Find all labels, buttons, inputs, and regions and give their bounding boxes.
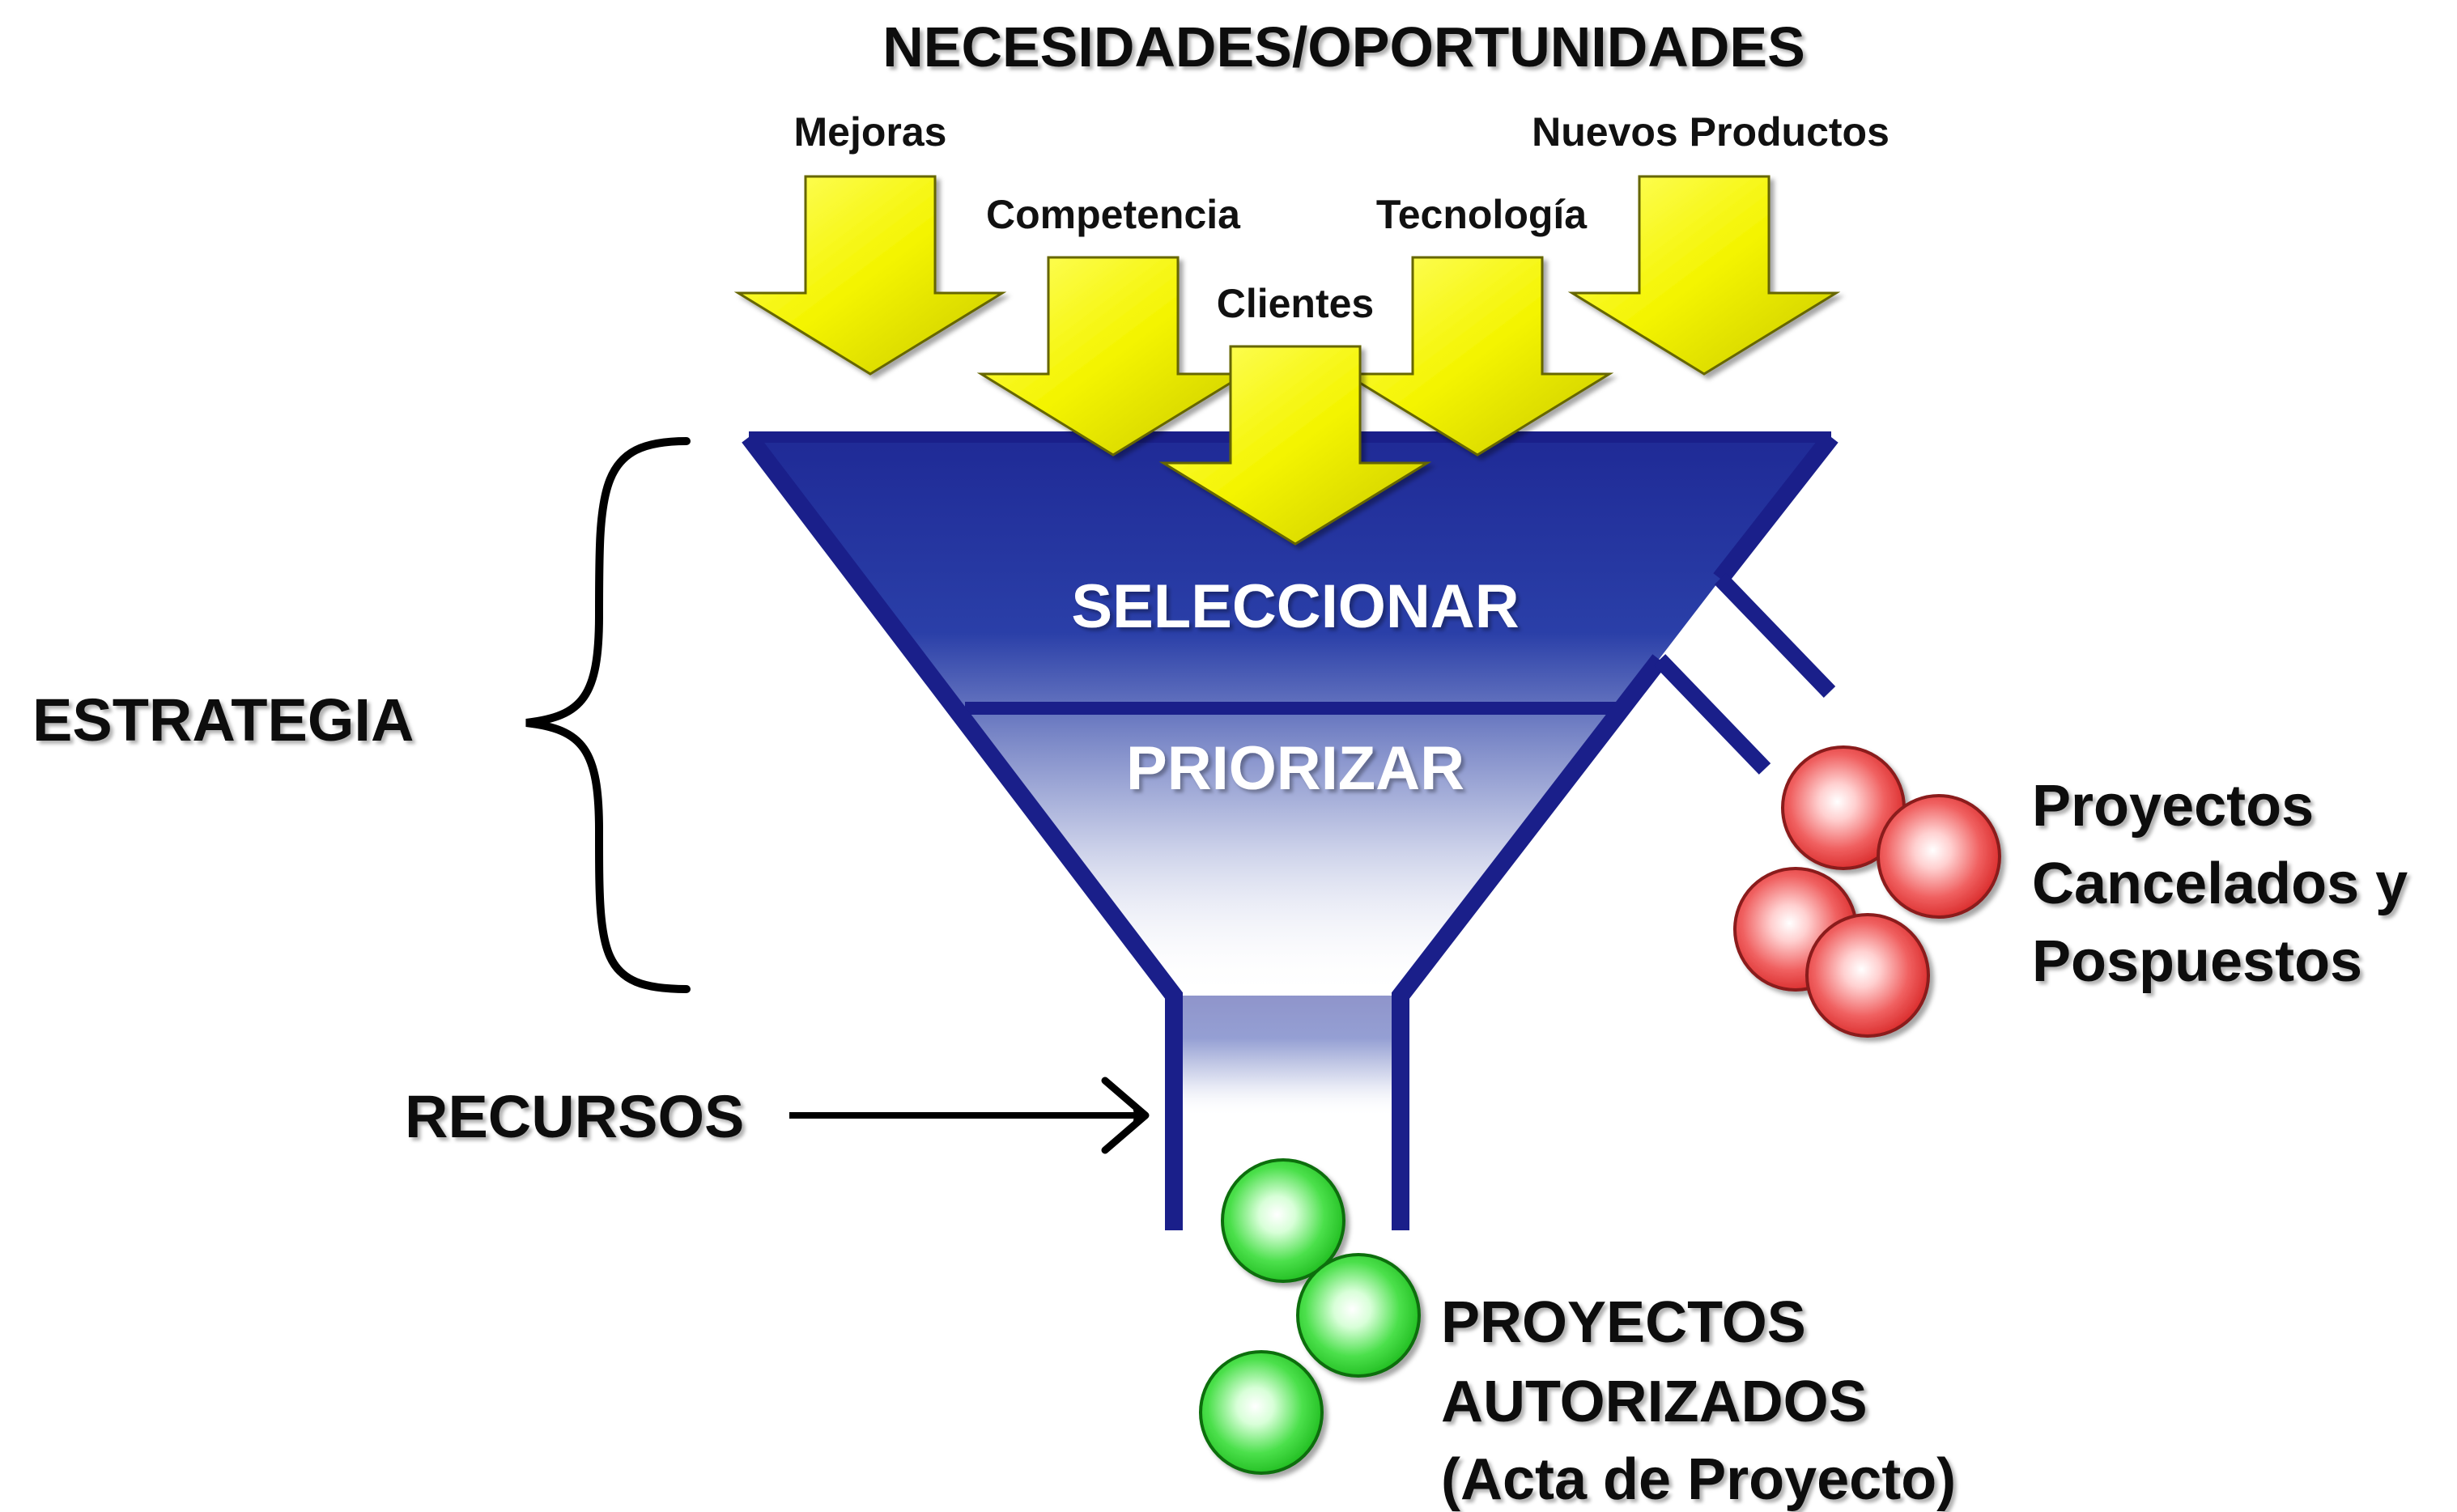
approved-label-line1: PROYECTOS	[1441, 1290, 1806, 1355]
approved-balls	[1199, 1158, 1421, 1475]
arrow-tecnologia-icon	[1341, 256, 1614, 457]
green-ball-icon	[1221, 1158, 1345, 1283]
strategy-label: ESTRATEGIA	[32, 686, 414, 754]
approved-label-line3: (Acta de Proyecto)	[1441, 1447, 1956, 1512]
rejected-label-line2: Cancelados y	[2032, 852, 2408, 916]
input-label-competencia: Competencia	[986, 192, 1241, 237]
red-ball-icon	[1805, 913, 1930, 1038]
rejected-balls	[1733, 745, 2001, 1038]
green-ball-icon	[1296, 1253, 1421, 1378]
approved-label-line2: AUTORIZADOS	[1441, 1370, 1868, 1434]
rejected-label-line3: Pospuestos	[2032, 929, 2362, 994]
input-label-nuevos-productos: Nuevos Productos	[1532, 109, 1890, 155]
funnel-right-lower-wall	[1392, 654, 1667, 1230]
red-ball-icon	[1877, 794, 2001, 919]
input-label-clientes: Clientes	[1217, 281, 1375, 326]
input-label-mejoras: Mejoras	[794, 109, 947, 155]
funnel-left-wall	[742, 431, 1183, 1230]
rejected-label-line1: Proyectos	[2032, 774, 2314, 839]
side-exit-upper	[1714, 573, 1836, 698]
funnel-body	[749, 437, 1830, 996]
input-arrows	[733, 175, 1841, 546]
page-title: NECESIDADES/OPORTUNIDADES	[882, 15, 1805, 79]
stage-priorizar: PRIORIZAR	[1126, 734, 1464, 803]
side-exit-lower	[1653, 654, 1771, 775]
arrow-competencia-icon	[976, 256, 1250, 457]
stage-seleccionar: SELECCIONAR	[1071, 572, 1519, 641]
resources-label: RECURSOS	[405, 1083, 744, 1150]
arrow-clientes-icon	[1158, 345, 1432, 546]
arrow-nuevos-productos-icon	[1567, 175, 1841, 376]
funnel-neck-fill	[1174, 996, 1401, 1117]
input-label-tecnologia: Tecnología	[1376, 192, 1588, 237]
green-ball-icon	[1199, 1350, 1324, 1475]
resources-arrowhead-icon	[1101, 1077, 1150, 1154]
strategy-brace	[525, 437, 691, 993]
arrow-mejoras-icon	[733, 175, 1007, 376]
funnel-right-wall	[1713, 431, 1838, 584]
